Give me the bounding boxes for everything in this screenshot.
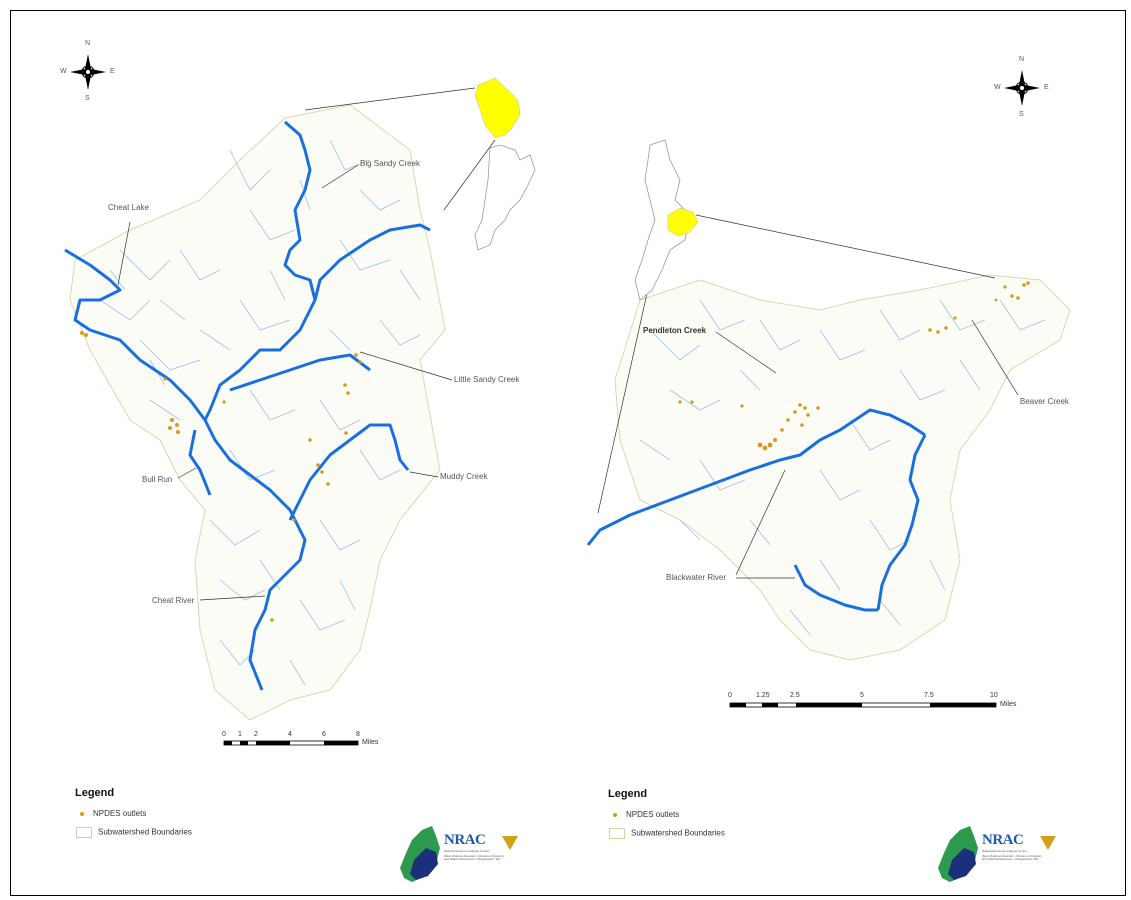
right-compass-icon [1003, 69, 1041, 107]
label-beaver-creek: Beaver Creek [1020, 397, 1069, 406]
left-nrac-logo [400, 826, 518, 882]
left-compass-s: S [85, 95, 90, 102]
right-scale-tick-2: 2.5 [790, 692, 800, 699]
label-muddy-creek: Muddy Creek [440, 472, 488, 481]
label-big-sandy-creek: Big Sandy Creek [360, 159, 421, 168]
left-logo-subtitle: Natural Resource Analysis Center [444, 849, 490, 853]
right-logo-fine-print: West Virginia University • Division of F… [982, 854, 1042, 862]
right-compass-w: W [994, 84, 1001, 91]
boundary-swatch-icon [76, 827, 92, 838]
right-scale-tick-4: 7.5 [924, 692, 934, 699]
right-locator-map [634, 139, 699, 301]
outlet-swatch-icon [613, 812, 617, 817]
left-compass-w: W [60, 68, 67, 75]
left-leader-lines [117, 87, 496, 601]
right-scale-unit: Miles [1000, 701, 1017, 708]
right-scale-tick-1: 1.25 [756, 692, 770, 699]
label-bull-run: Bull Run [142, 475, 173, 484]
right-legend-title: Legend [608, 788, 648, 800]
right-compass-s: S [1019, 111, 1024, 118]
right-logo-subtitle: Natural Resource Analysis Center [982, 849, 1028, 853]
left-scale-tick-1: 1 [238, 731, 242, 738]
left-scale-tick-0: 0 [222, 731, 226, 738]
label-blackwater-river: Blackwater River [666, 573, 727, 582]
left-compass-e: E [110, 68, 115, 75]
left-legend-title: Legend [75, 787, 115, 799]
right-scale-tick-0: 0 [728, 692, 732, 699]
right-legend-subwatershed: Subwatershed Boundaries [609, 828, 725, 839]
right-logo-name: NRAC [982, 832, 1024, 848]
left-compass-icon [69, 53, 107, 91]
right-watershed [586, 139, 1071, 661]
label-pendleton-creek: Pendleton Creek [643, 326, 707, 335]
label-little-sandy-creek: Little Sandy Creek [454, 375, 520, 384]
left-scale-tick-5: 8 [356, 731, 360, 738]
right-compass-e: E [1044, 84, 1049, 91]
right-compass-n: N [1019, 56, 1025, 63]
left-tributaries [99, 139, 421, 686]
right-nrac-logo [938, 826, 1056, 882]
left-scale-tick-4: 6 [322, 731, 326, 738]
right-tributaries [639, 299, 1046, 636]
left-compass-n: N [85, 40, 91, 47]
left-main-rivers [64, 120, 431, 691]
left-logo-fine-print: West Virginia University • Division of F… [444, 854, 504, 862]
label-cheat-lake: Cheat Lake [108, 203, 149, 212]
left-legend-subwatershed: Subwatershed Boundaries [76, 827, 192, 838]
boundary-swatch-icon [609, 828, 625, 839]
left-watershed [64, 77, 536, 721]
outlet-swatch-icon [80, 811, 84, 816]
right-main-rivers [586, 408, 927, 612]
left-legend-npdes: NPDES outlets [80, 809, 146, 818]
left-scale-tick-2: 2 [254, 731, 258, 738]
left-scale-unit: Miles [362, 739, 379, 746]
right-scale-tick-5: 10 [990, 692, 998, 699]
left-locator-map [474, 77, 536, 251]
left-npdes-outlets [80, 331, 362, 622]
right-legend-npdes: NPDES outlets [613, 810, 679, 819]
right-npdes-outlets [678, 281, 1030, 451]
left-scale-tick-3: 4 [288, 731, 292, 738]
right-scale-bar [729, 702, 997, 708]
label-cheat-river: Cheat River [152, 596, 195, 605]
left-logo-name: NRAC [444, 832, 486, 848]
left-scale-bar [223, 740, 359, 746]
right-scale-tick-3: 5 [860, 692, 864, 699]
